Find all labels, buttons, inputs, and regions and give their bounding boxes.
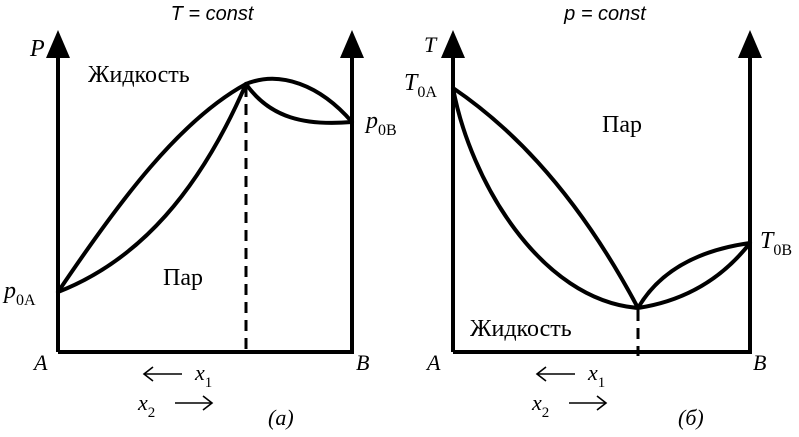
vapor-curve-right-a — [244, 82, 354, 125]
diagram-a-title: T = const — [171, 3, 255, 25]
temperature-axis-label: T — [424, 32, 438, 57]
pressure-axis-b-arrow-icon — [340, 30, 364, 58]
t0b-label: T0B — [760, 228, 792, 259]
p0b-label: p0B — [364, 108, 397, 139]
diagram-a: T = const P Жидкость Пар p0A p0B A B x1 — [2, 3, 397, 430]
pressure-axis-arrow-icon — [46, 30, 70, 58]
x1-label-b: x1 — [587, 360, 605, 391]
vapor-region-label-a: Пар — [163, 265, 203, 291]
vapor-curve-left-b — [451, 86, 640, 310]
x1-arrow-head-icon-b — [535, 366, 547, 382]
component-b-label-b: B — [753, 350, 766, 375]
component-a-label-b: A — [425, 350, 441, 375]
diagram-b-title: p = const — [563, 3, 647, 25]
liquidus-curve-left-b — [451, 86, 640, 310]
liquid-region-label-b: Жидкость — [470, 316, 572, 342]
component-b-label-a: B — [356, 350, 369, 375]
p0a-label: p0A — [2, 278, 36, 309]
pressure-axis-label: P — [29, 36, 45, 62]
caption-b: (б) — [678, 405, 704, 430]
x2-label-a: x2 — [137, 390, 155, 421]
temperature-axis-b-arrow-icon — [738, 30, 762, 58]
vapor-curve-right-b — [636, 241, 752, 310]
liquid-region-label-a: Жидкость — [88, 62, 190, 88]
temperature-axis-arrow-icon — [441, 30, 465, 58]
liquidus-curve-right-b — [636, 241, 752, 310]
caption-a: (а) — [268, 405, 294, 430]
x2-arrow-head-icon-b — [596, 395, 608, 411]
x1-arrow-head-icon-a — [142, 366, 154, 382]
liquidus-curve-right-a — [244, 76, 354, 124]
component-a-label-a: A — [32, 350, 48, 375]
diagram-b: p = const T Пар Жидкость T0A T0B A B x1 — [404, 3, 792, 430]
x2-arrow-head-icon-a — [202, 395, 214, 411]
liquidus-curve-left-a — [56, 82, 248, 294]
x2-label-b: x2 — [531, 390, 549, 421]
t0a-label: T0A — [404, 70, 437, 101]
x1-label-a: x1 — [194, 360, 212, 391]
vapor-region-label-b: Пар — [602, 112, 642, 138]
vapor-curve-left-a — [56, 82, 248, 294]
